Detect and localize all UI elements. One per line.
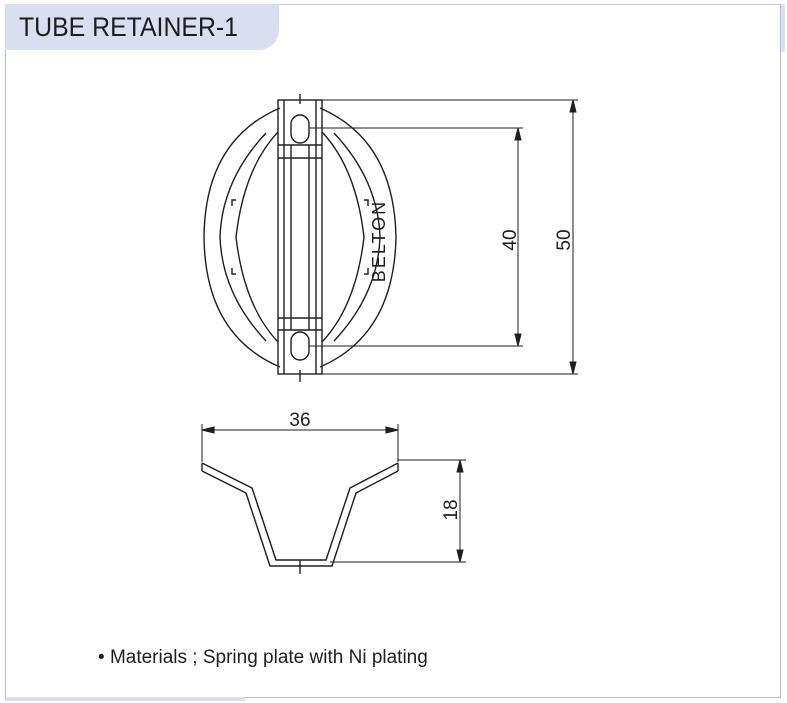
top-view	[203, 94, 397, 382]
materials-text: Materials ; Spring plate with Ni plating	[109, 647, 428, 668]
side-view	[201, 462, 399, 574]
panel-frame	[5, 4, 781, 698]
dimension-50	[322, 99, 578, 375]
bottom-slot	[290, 331, 310, 361]
materials-note: • Materials ; Spring plate with Ni plati…	[98, 647, 428, 669]
dimension-40	[309, 127, 523, 347]
dimension-50-label: 50	[554, 229, 575, 250]
page-title: TUBE RETAINER-1	[19, 12, 238, 42]
bottom-accent-strip	[5, 697, 245, 701]
dimension-40-label: 40	[500, 229, 521, 250]
brand-marking: BELTON	[369, 200, 389, 282]
dimension-18	[330, 459, 466, 563]
dimension-36	[201, 424, 399, 462]
right-accent-strip	[781, 4, 785, 52]
title-tab	[5, 4, 279, 50]
top-slot	[290, 114, 310, 144]
dimension-18-label: 18	[441, 499, 462, 520]
dimension-36-label: 36	[289, 410, 310, 431]
bullet: •	[98, 647, 105, 668]
